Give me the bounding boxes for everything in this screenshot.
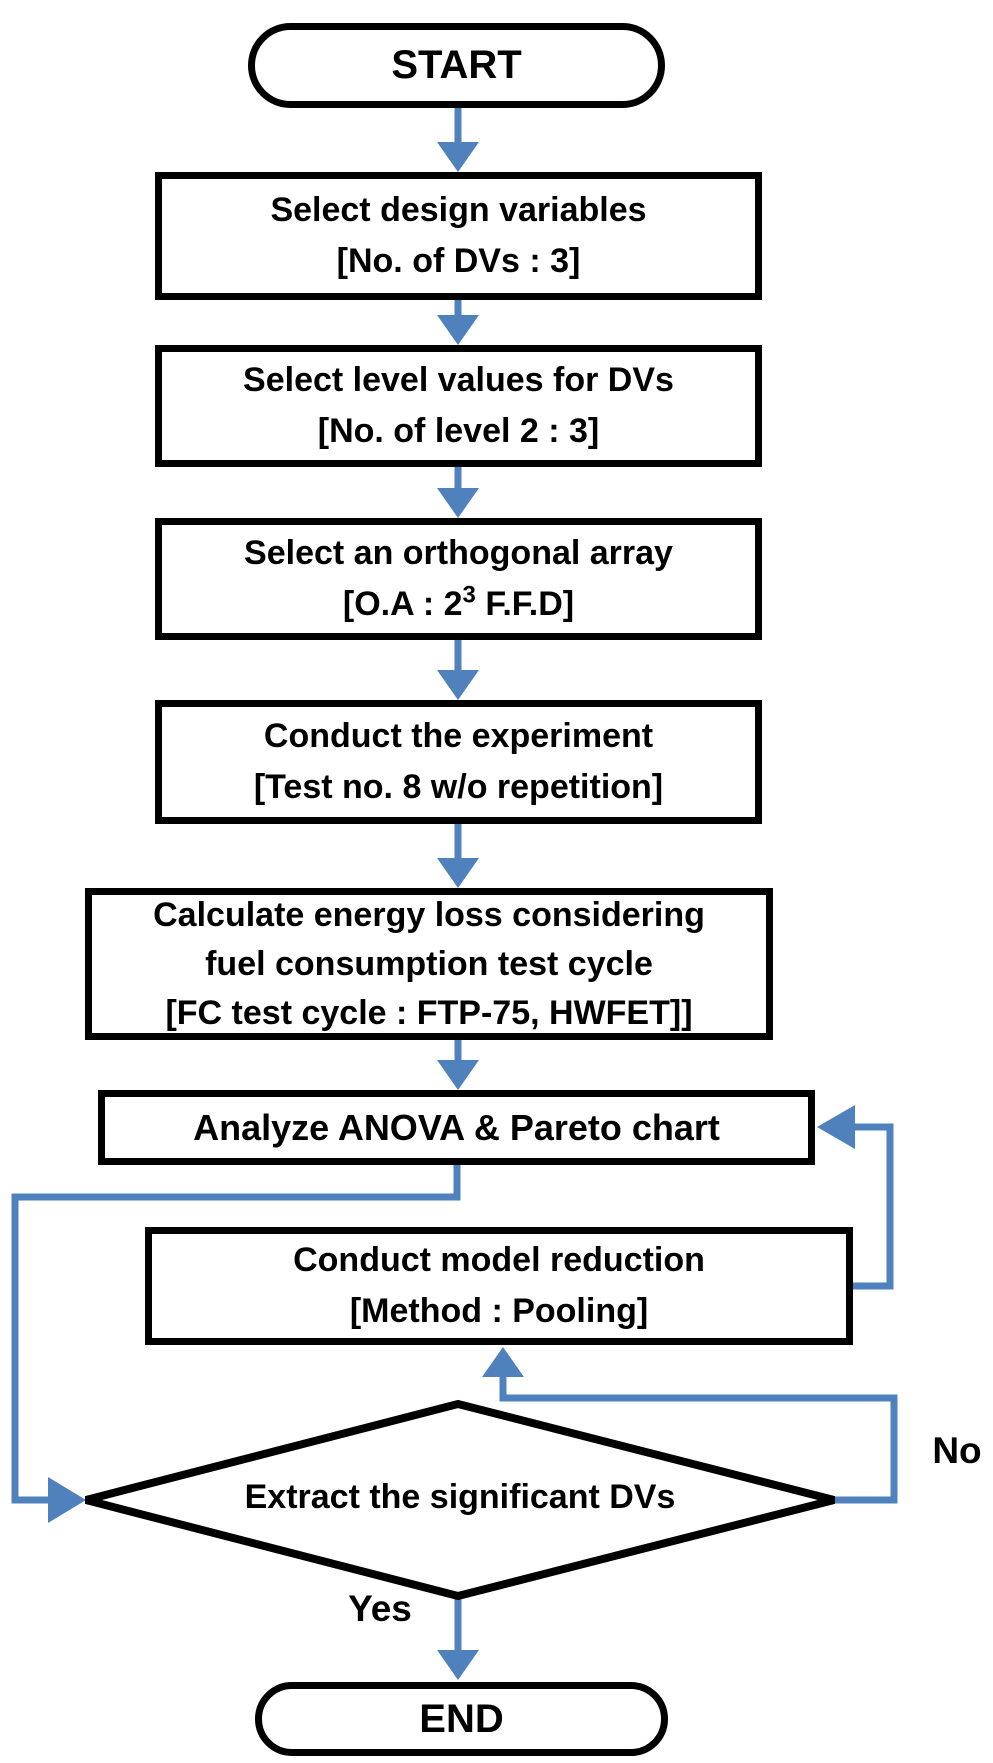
formula-post: F.F.D] (475, 585, 575, 623)
box-line: Select design variables (270, 191, 647, 229)
box-analyze-anova: Analyze ANOVA & Pareto chart (98, 1090, 815, 1165)
yes-branch-label: Yes (348, 1588, 412, 1629)
start-terminator: START (248, 23, 665, 108)
box-line: Conduct the experiment (263, 717, 654, 755)
arrowhead-right-into-diamond (48, 1477, 86, 1523)
arrowhead-down-box3 (437, 488, 479, 518)
end-label: END (419, 1696, 504, 1741)
box-line: Calculate energy loss considering (153, 895, 705, 934)
box-line: [Test no. 8 w/o repetition] (253, 768, 664, 806)
arrowhead-down-box4 (437, 670, 479, 700)
box-conduct-model-reduction: Conduct model reduction [Method : Poolin… (145, 1227, 853, 1345)
start-label: START (391, 43, 522, 87)
box-select-level-values: Select level values for DVs [No. of leve… (155, 345, 762, 467)
box-line: [No. of level 2 : 3] (317, 412, 600, 450)
box-line: [Method : Pooling] (349, 1292, 649, 1330)
formula-pre: [O.A : 2 (342, 585, 463, 623)
box-line: Conduct model reduction (293, 1241, 705, 1279)
box-calculate-energy-loss: Calculate energy loss considering fuel c… (85, 888, 773, 1040)
arrowhead-down-box1 (437, 142, 479, 172)
box-line: Analyze ANOVA & Pareto chart (193, 1107, 720, 1148)
arrowhead-up-into-reduction (482, 1347, 524, 1377)
connector-analyze-to-diamond (11, 1163, 461, 1504)
arrowhead-left-into-analyze (817, 1105, 855, 1149)
no-branch-label: No (932, 1430, 982, 1471)
connector-reduction-to-analyze (853, 1123, 894, 1290)
box-line: Select level values for DVs (243, 361, 674, 399)
decision-label: Extract the significant DVs (244, 1478, 676, 1516)
end-terminator: END (255, 1682, 668, 1756)
box-select-design-variables: Select design variables [No. of DVs : 3] (155, 172, 762, 300)
box-select-orthogonal-array: Select an orthogonal array [O.A : 23 F.F… (155, 518, 762, 640)
box-line: [No. of DVs : 3] (336, 242, 581, 280)
box-line: [FC test cycle : FTP-75, HWFET]] (165, 993, 693, 1032)
formula-superscript: 3 (462, 581, 476, 609)
connector-no-to-reduction (499, 1377, 898, 1504)
decision-diamond (85, 1399, 835, 1601)
box-line: fuel consumption test cycle (205, 944, 653, 983)
arrowhead-down-analyze (437, 1060, 479, 1090)
box-conduct-experiment: Conduct the experiment [Test no. 8 w/o r… (155, 700, 762, 824)
box-line: Select an orthogonal array (244, 534, 673, 572)
arrowhead-down-box5 (437, 858, 479, 888)
box-formula-line: [O.A : 23 F.F.D] (343, 579, 574, 630)
arrowhead-down-box2 (437, 315, 479, 345)
arrowhead-down-end (437, 1650, 479, 1680)
